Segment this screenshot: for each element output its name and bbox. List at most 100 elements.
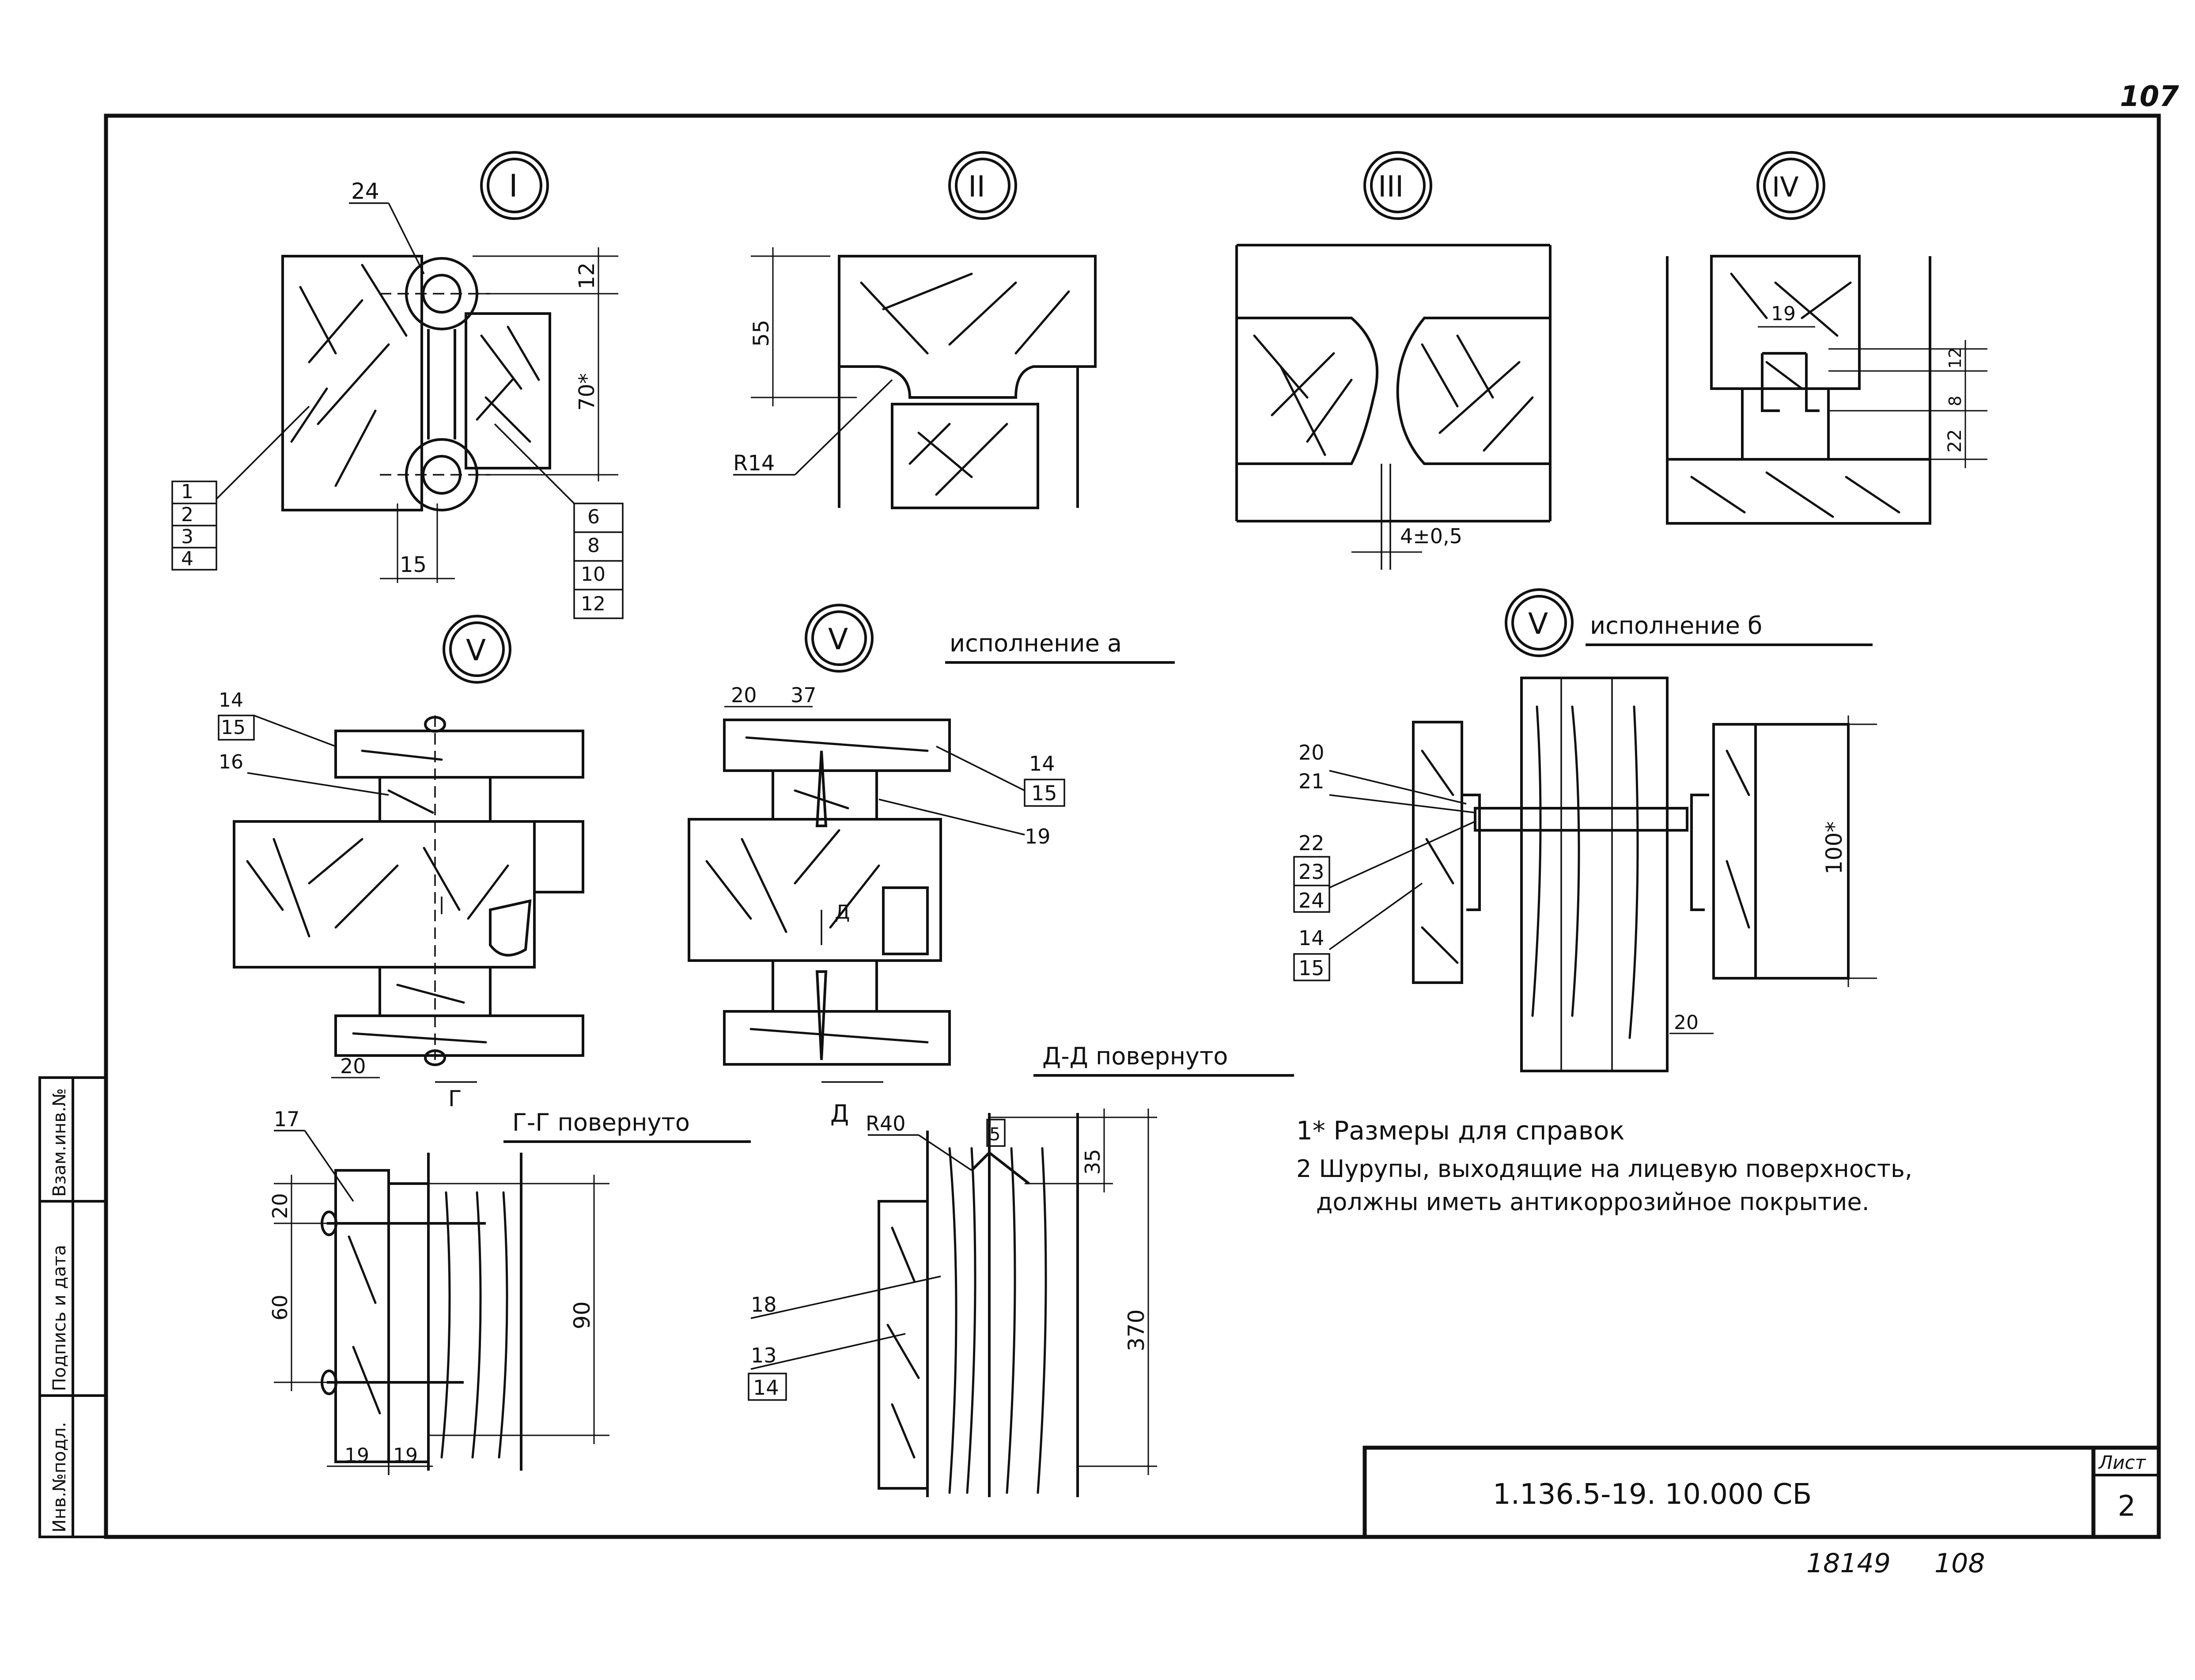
dim-15: 15	[400, 552, 427, 577]
svg-text:IV: IV	[1772, 171, 1799, 203]
svg-text:14: 14	[1298, 926, 1325, 950]
dim-55: 55	[749, 320, 774, 347]
section-DD: Д-Д повернуто R40 5 35 370 18 13 14	[748, 1042, 1294, 1497]
view-IV: IV 19 12 8 22	[1666, 151, 1987, 525]
dim-22-iv: 22	[1944, 429, 1965, 453]
caption-variant-a: исполнение а	[950, 629, 1122, 657]
dim-19b-gg: 19	[393, 1444, 418, 1467]
svg-text:2: 2	[181, 503, 193, 526]
dim-20-v-left: 20	[340, 1054, 366, 1078]
dim-20-gg: 20	[268, 1193, 292, 1219]
side-stamp: Инв.№подл. Подпись и дата Взам.инв.№	[38, 1076, 107, 1538]
sheet-frame	[104, 114, 2161, 1539]
svg-text:1: 1	[181, 481, 193, 503]
svg-text:22: 22	[1298, 831, 1325, 855]
svg-text:19: 19	[1025, 825, 1051, 848]
svg-text:14: 14	[219, 689, 243, 711]
svg-text:14: 14	[753, 1376, 779, 1400]
view-DD-callouts: 18 13 14	[748, 1275, 941, 1401]
stamp-signature-label: Подпись и дата	[49, 1245, 70, 1391]
dim-70: 70*	[575, 373, 599, 411]
dim-12-iv: 12	[1945, 348, 1965, 369]
svg-text:24: 24	[1298, 889, 1325, 912]
svg-text:23: 23	[1298, 860, 1325, 884]
dim-R14: R14	[733, 451, 775, 476]
dim-100: 100*	[1821, 821, 1847, 874]
svg-text:15: 15	[1031, 781, 1057, 805]
dim-60-gg: 60	[268, 1294, 292, 1321]
callout-24: 24	[351, 178, 379, 204]
svg-text:3: 3	[181, 526, 193, 548]
sheet-number: 2	[2118, 1490, 2136, 1523]
note-1: 1* Размеры для справок	[1296, 1116, 1625, 1146]
svg-text:4: 4	[181, 548, 193, 570]
view-V-a: V исполнение а 20 37 14 15 19 Д Д	[688, 604, 1175, 1128]
caption-variant-b: исполнение б	[1590, 612, 1762, 639]
svg-text:II: II	[968, 170, 985, 204]
callout-17: 17	[274, 1107, 300, 1131]
view-V-b: V исполнение б 20 100* 20 21 22 23 24 14…	[1293, 588, 1877, 1072]
svg-text:21: 21	[1298, 769, 1325, 793]
dim-8-iv: 8	[1945, 396, 1965, 406]
svg-text:20: 20	[1298, 741, 1325, 764]
bottom-handwriting-1: 18149	[1806, 1548, 1891, 1579]
svg-text:13: 13	[751, 1343, 777, 1367]
svg-text:10: 10	[581, 563, 606, 586]
view-II-marker: II	[948, 151, 1017, 220]
view-I: I 12 70* 15 24	[216, 151, 618, 583]
dim-90-gg: 90	[569, 1301, 595, 1329]
view-IV-marker: IV	[1756, 151, 1825, 220]
dim-370-dd: 370	[1124, 1309, 1149, 1351]
caption-DD: Д-Д повернуто	[1042, 1042, 1228, 1070]
svg-text:8: 8	[587, 534, 600, 557]
svg-text:14: 14	[1029, 752, 1055, 776]
view-I-marker: I	[480, 151, 549, 220]
bottom-handwriting-2: 108	[1934, 1548, 1985, 1579]
section-mark-D: Д	[830, 1100, 849, 1128]
svg-text:12: 12	[581, 593, 606, 615]
svg-text:16: 16	[219, 751, 243, 773]
svg-text:18: 18	[751, 1293, 777, 1317]
section-mark-G: Г	[448, 1086, 462, 1112]
dim-35-dd: 35	[1081, 1149, 1105, 1175]
svg-text:I: I	[509, 168, 518, 204]
page-number: 107	[2120, 80, 2179, 113]
view-III-marker: III	[1363, 151, 1432, 220]
stamp-inv-label: Инв.№подл.	[49, 1422, 70, 1532]
view-V-left: V 20 Г 14 15 16	[218, 615, 584, 1112]
svg-text:15: 15	[221, 716, 246, 739]
svg-text:15: 15	[1298, 956, 1325, 980]
view-V-b-callouts: 20 21 22 23 24 14 15	[1293, 741, 1476, 981]
view-III: III 4±0,5	[1235, 151, 1552, 570]
view-V-b-marker: V	[1505, 588, 1574, 657]
svg-text:V: V	[466, 633, 486, 667]
view-I-callouts-left: 1 2 3 4	[171, 481, 217, 571]
section-GG: Г-Г повернуто 20 60 90 19 19 17	[268, 1107, 751, 1475]
view-V-left-marker: V	[443, 615, 511, 684]
stamp-replace-label: Взам.инв.№	[49, 1088, 70, 1197]
svg-text:6: 6	[587, 506, 600, 528]
dim-R40-dd: R40	[866, 1112, 906, 1135]
view-V-a-marker: V	[805, 604, 874, 673]
note-2-continued: должны иметь антикоррозийное покрытие.	[1316, 1188, 1870, 1216]
note-2: 2 Шурупы, выходящие на лицевую поверхнос…	[1296, 1155, 1912, 1183]
dim-20-v-b: 20	[1674, 1011, 1699, 1034]
dim-4-gap: 4±0,5	[1400, 524, 1462, 548]
dim-12: 12	[575, 262, 599, 289]
section-mark-D-inner: Д	[835, 901, 850, 923]
svg-text:V: V	[1528, 607, 1548, 641]
svg-text:V: V	[828, 622, 848, 656]
drawing-code: 1.136.5-19. 10.000 СБ	[1493, 1478, 1812, 1511]
dim-5-dd: 5	[989, 1124, 1000, 1145]
title-block: 1.136.5-19. 10.000 СБ Лист 2	[1362, 1445, 2161, 1539]
view-II: II 55 R14	[733, 151, 1097, 509]
dim-20-v-a: 20	[731, 683, 757, 707]
dim-19a-gg: 19	[344, 1444, 369, 1467]
notes: 1* Размеры для справок 2 Шурупы, выходящ…	[1296, 1116, 1912, 1216]
dim-37-v-a: 37	[791, 683, 817, 707]
svg-text:III: III	[1378, 170, 1404, 204]
dim-19: 19	[1771, 303, 1796, 325]
view-I-callouts-right: 6 8 10 12	[573, 503, 624, 619]
sheet-label: Лист	[2098, 1452, 2146, 1473]
